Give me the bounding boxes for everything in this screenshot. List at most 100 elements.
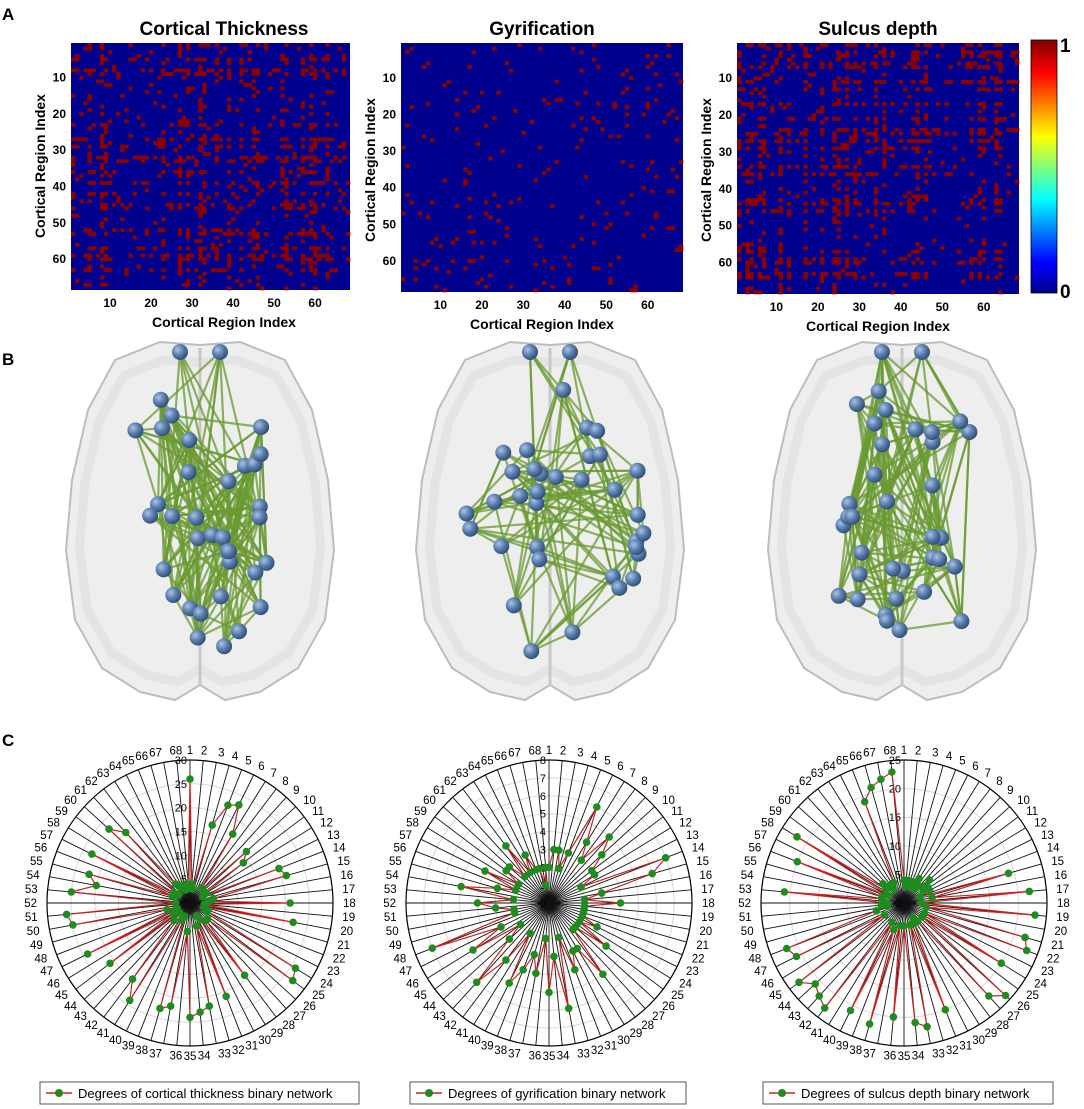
heatmap-cell: [853, 275, 858, 280]
heatmap-cell: [766, 46, 771, 51]
heatmap-cell: [185, 155, 191, 160]
heatmap-cell: [882, 231, 887, 236]
heatmap-cell: [927, 43, 933, 47]
degree-marker: [171, 899, 180, 907]
heatmap-cell: [774, 209, 779, 214]
polar-spoke: [427, 827, 550, 904]
heatmap-cell: [985, 138, 991, 143]
heatmap-cell: [194, 72, 199, 76]
heatmap-cell: [857, 201, 862, 206]
degree-marker: [289, 918, 297, 927]
heatmap-cell: [749, 179, 754, 184]
heatmap-cell: [778, 138, 783, 143]
heatmap-cell: [333, 206, 338, 211]
heatmap-cell: [488, 273, 493, 278]
heatmap-cell: [255, 246, 261, 251]
degree-marker: [88, 850, 96, 858]
heatmap-cell: [915, 109, 920, 114]
polar-spoke: [548, 838, 678, 904]
heatmap-cell: [276, 155, 281, 160]
heatmap-cell: [624, 105, 630, 110]
heatmap-cell: [161, 141, 166, 145]
heatmap-cell: [288, 206, 293, 211]
heatmap-cell: [960, 279, 966, 284]
degree-marker: [69, 921, 77, 929]
heatmap-cell: [907, 190, 912, 195]
heatmap-cell: [251, 130, 256, 135]
heatmap-cell: [923, 164, 929, 169]
radial-tick-label: 25: [175, 779, 187, 791]
heatmap-cell: [239, 282, 244, 287]
heatmap-cell: [969, 54, 974, 59]
category-label: 18: [702, 898, 715, 910]
heatmap-cell: [658, 83, 663, 88]
heatmap-cell: [300, 228, 306, 233]
heatmap-cell: [479, 277, 485, 282]
heatmap-cell: [898, 271, 904, 276]
heatmap-cell: [873, 116, 879, 121]
heatmap-cell: [333, 181, 338, 185]
heatmap-cell: [737, 209, 742, 214]
heatmap-cell: [202, 246, 207, 251]
heatmap-cell: [107, 82, 113, 87]
heatmap-cell: [890, 153, 895, 158]
category-label: 66: [494, 751, 507, 763]
x-tick-label: 50: [936, 300, 950, 314]
heatmap-cell: [919, 246, 924, 250]
category-label: 18: [343, 898, 356, 910]
heatmap-cell: [757, 194, 763, 199]
category-label: 16: [699, 870, 712, 882]
heatmap-cell: [915, 57, 920, 62]
degree-marker: [505, 935, 514, 943]
heatmap-cell: [774, 43, 779, 47]
heatmap-cell: [629, 288, 634, 293]
heatmap-cell: [989, 76, 995, 81]
heatmap-cell: [345, 181, 351, 185]
brain-edge: [157, 439, 191, 505]
heatmap-cell: [832, 138, 837, 143]
heatmap-cell: [272, 253, 277, 258]
degree-marker: [878, 892, 886, 901]
heatmap-cell: [467, 259, 472, 263]
heatmap-cell: [778, 227, 783, 232]
heatmap-cell: [189, 86, 195, 91]
heatmap-cell: [161, 275, 166, 280]
degree-marker: [519, 965, 527, 974]
heatmap-cell: [313, 250, 318, 254]
category-label: 39: [122, 1041, 135, 1053]
heatmap-cell: [292, 181, 297, 185]
heatmap-cell: [542, 97, 547, 102]
heatmap-cell: [177, 119, 183, 124]
heatmap-cell: [737, 146, 742, 151]
heatmap-cell: [919, 194, 924, 199]
heatmap-cell: [832, 135, 837, 140]
heatmap-cell: [853, 257, 858, 262]
heatmap-cell: [911, 209, 916, 214]
heatmap-cell: [873, 127, 879, 132]
heatmap-cell: [1010, 50, 1016, 55]
heatmap-cell: [778, 205, 783, 210]
legend-marker: [778, 1089, 786, 1097]
heatmap-cell: [483, 123, 489, 128]
heatmap-cell: [923, 72, 929, 77]
polar-spoke: [189, 902, 255, 1032]
category-label: 61: [74, 785, 87, 797]
category-label: 48: [35, 953, 48, 965]
heatmap-cell: [977, 153, 982, 158]
polar-spoke: [851, 902, 905, 1037]
heatmap-cell: [749, 249, 754, 254]
heatmap-cell: [99, 264, 105, 269]
heatmap-cell: [778, 76, 783, 81]
heatmap-cell: [99, 133, 105, 138]
heatmap-cell: [483, 284, 489, 289]
y-tick-label: 30: [53, 143, 67, 157]
heatmap-cell: [438, 244, 443, 249]
heatmap-cell: [231, 159, 236, 164]
polar-spoke: [406, 889, 550, 904]
polar-spoke: [189, 902, 204, 1046]
category-label: 22: [333, 953, 346, 965]
degree-marker: [884, 891, 893, 900]
heatmap-cell: [815, 46, 821, 51]
heatmap-cell: [969, 271, 974, 276]
heatmap-cell: [206, 151, 211, 156]
